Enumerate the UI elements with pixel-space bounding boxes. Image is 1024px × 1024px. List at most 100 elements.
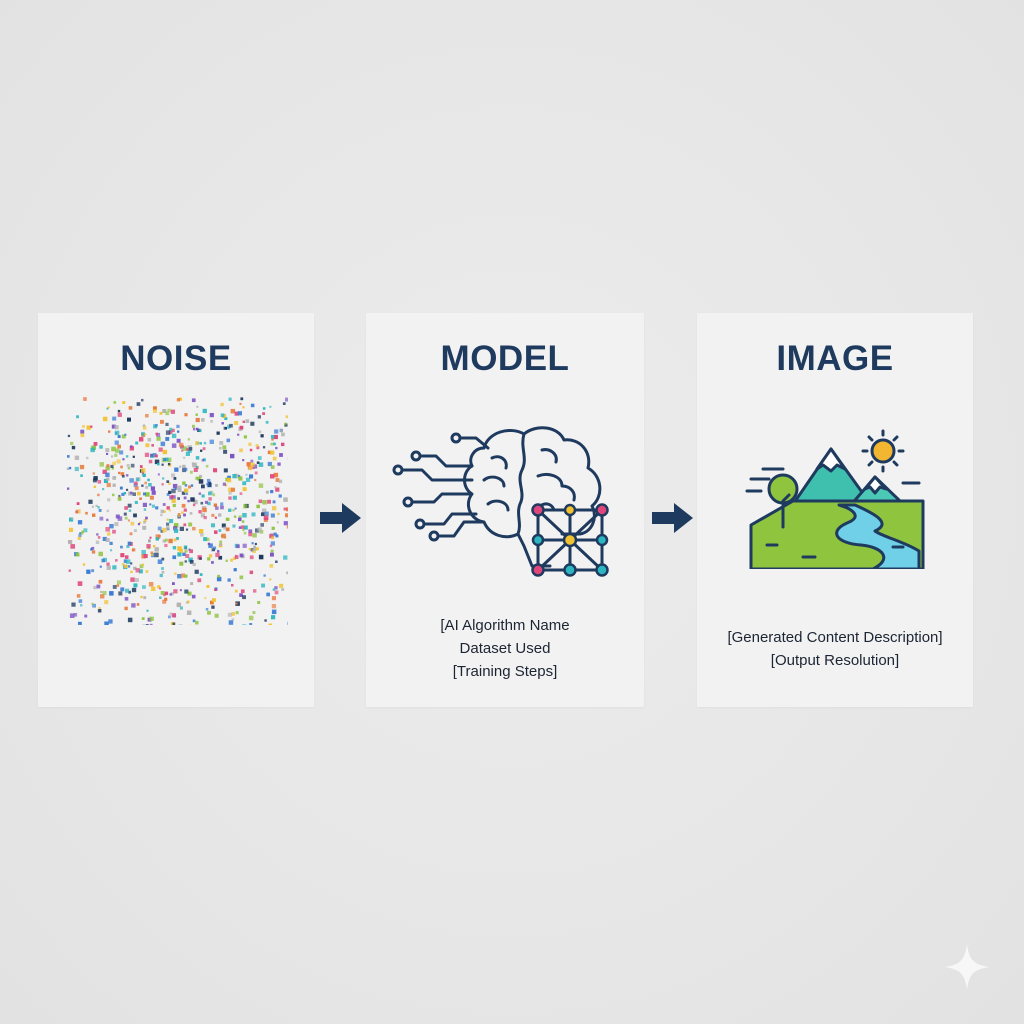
noise-pixel [166,493,170,496]
noise-pixel [279,583,284,588]
noise-pixel [255,528,260,533]
noise-pixel [80,429,85,434]
noise-pixel [92,603,96,608]
noise-pixel [130,521,135,526]
noise-pixel [133,513,137,518]
noise-pixel [243,504,248,509]
noise-pixel [90,548,93,551]
noise-pixel [74,455,80,460]
noise-pixel [182,481,186,485]
noise-pixel [68,540,73,545]
noise-pixel [242,420,245,423]
noise-pixel [75,510,79,514]
image-caption-line2: [Output Resolution] [770,652,900,669]
noise-pixel [203,537,208,542]
noise-pixel [70,441,74,445]
noise-pixel [174,467,179,472]
noise-pixel [96,584,101,589]
noise-pixel [281,442,285,447]
noise-pixel [277,462,281,466]
noise-pixel [270,474,275,479]
noise-pixel [201,418,205,422]
noise-pixel [179,526,184,531]
model-caption-line1: [AI Algorithm Name [440,617,570,634]
noise-pixel [207,610,211,615]
noise-pixel [189,470,193,474]
noise-pixel [203,441,207,445]
noise-pixel [187,448,192,453]
noise-pixel [273,434,278,440]
noise-pixel [171,488,176,494]
noise-pixel [154,459,160,465]
noise-pixel [99,565,102,568]
noise-pixel [260,434,264,438]
noise-pixel [255,547,259,551]
noise-pixel [218,555,223,560]
noise-pixel [164,597,168,601]
noise-pixel [129,446,134,451]
noise-pixel [242,481,247,486]
noise-pixel [243,525,248,530]
noise-pixel [281,432,285,437]
noise-pixel [231,612,235,616]
noise-pixel [209,413,214,418]
noise-pixel [91,602,94,606]
noise-pixel [117,412,122,417]
noise-pixel [283,521,288,526]
noise-pixel [153,406,157,411]
noise-pixel [190,582,194,585]
noise-pixel [77,581,83,586]
noise-pixel [214,588,217,591]
noise-pixel [70,544,75,549]
noise-pixel [187,499,190,503]
noise-pixel [242,513,247,518]
image-caption: [Generated Content Description] [Output … [697,626,973,672]
noise-pixel [269,544,273,548]
noise-pixel [208,554,213,558]
noise-pixel [193,467,198,472]
noise-pixel [151,490,156,495]
noise-pixel [242,528,245,532]
noise-pixel [272,506,277,511]
noise-pixel [226,477,232,483]
noise-pixel [119,450,124,455]
noise-pixel [172,503,176,508]
noise-pixel [275,446,278,450]
noise-pixel [130,562,133,565]
noise-pixel [95,504,98,507]
noise-pixel [257,527,262,532]
noise-pixel [224,417,228,420]
noise-pixel [286,571,288,575]
noise-pixel [132,548,136,552]
noise-pixel [242,624,247,625]
noise-pixel [166,518,169,521]
noise-pixel [122,458,125,461]
noise-pixel [142,585,146,589]
noise-pixel [254,479,257,482]
noise-pixel [166,480,170,483]
noise-pixel [121,562,125,566]
noise-pixel [99,516,104,521]
noise-pixel [179,548,184,553]
noise-pixel [188,447,193,451]
noise-pixel [210,600,214,605]
noise-pixel [143,521,146,524]
noise-pixel [200,533,204,537]
noise-pixel [270,450,275,455]
noise-pixel [126,545,130,548]
noise-pixel [151,444,154,447]
noise-pixel [267,499,271,504]
noise-pixel [171,428,175,433]
noise-pixel [236,544,240,549]
noise-pixel [165,422,169,426]
noise-pixel [181,449,184,452]
noise-pixel [266,592,270,597]
noise-pixel [270,442,274,446]
noise-pixel [144,452,150,457]
noise-pixel [71,445,76,450]
noise-pixel [141,617,145,620]
noise-pixel [142,502,147,507]
noise-pixel [239,425,244,430]
noise-pixel [158,447,163,452]
noise-pixel [99,445,103,449]
